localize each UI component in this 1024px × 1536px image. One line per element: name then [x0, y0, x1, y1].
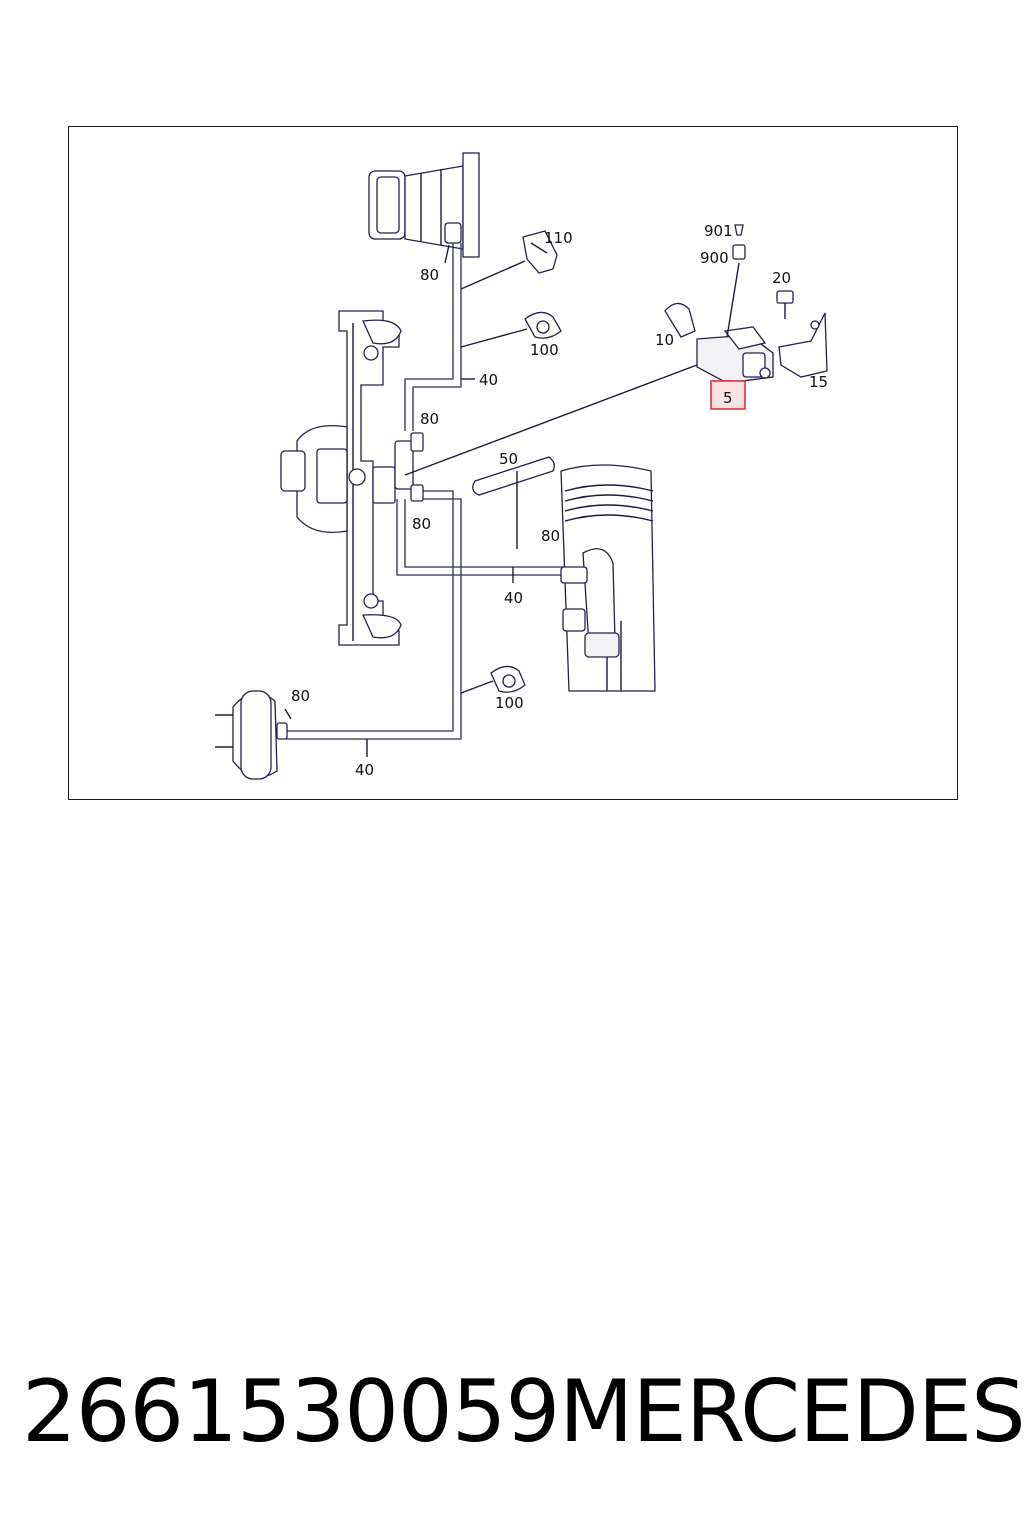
highlight-box — [710, 380, 746, 410]
callout-5-highlighted: 5 — [723, 389, 733, 407]
leader-lines — [284, 244, 740, 757]
callout-40-bottom: 40 — [355, 761, 374, 779]
callout-80-mid2: 80 — [412, 515, 431, 533]
callout-15: 15 — [809, 373, 828, 391]
solenoid-valve — [696, 326, 774, 384]
vacuum-lines — [285, 243, 581, 740]
bracket-15 — [778, 312, 828, 378]
callout-100-top: 100 — [530, 341, 559, 359]
grommet-900-901 — [732, 224, 746, 260]
callout-50: 50 — [499, 450, 518, 468]
intake-flange-top — [368, 152, 480, 258]
clip-100-top — [524, 311, 562, 339]
callout-10: 10 — [655, 331, 674, 349]
engine-bracket — [280, 310, 402, 646]
callout-901: 901 — [704, 222, 733, 240]
callout-110: 110 — [544, 229, 573, 247]
vacuum-actuator — [215, 690, 288, 780]
brand-name: MERCEDES — [559, 1362, 1024, 1462]
callout-80-bottom: 80 — [291, 687, 310, 705]
hose-50 — [472, 456, 555, 496]
clip-100-bottom — [490, 665, 526, 693]
callout-100-bottom: 100 — [495, 694, 524, 712]
callout-20: 20 — [772, 269, 791, 287]
corrugated-pipe — [560, 464, 656, 692]
callout-80-right: 80 — [541, 527, 560, 545]
callout-40-upper: 40 — [479, 371, 498, 389]
screw-20 — [776, 290, 794, 319]
callout-900: 900 — [700, 249, 729, 267]
diagram-frame: 80 110 100 40 80 80 50 80 40 100 80 40 9… — [68, 126, 958, 800]
parts-diagram: 80 110 100 40 80 80 50 80 40 100 80 40 9… — [215, 152, 828, 780]
clip-110 — [522, 230, 558, 274]
callout-80-top: 80 — [420, 266, 439, 284]
callout-40-mid: 40 — [504, 589, 523, 607]
caption: 2661530059 MERCEDES — [22, 1362, 1024, 1462]
part-number: 2661530059 — [22, 1362, 560, 1462]
connector-10 — [664, 302, 696, 338]
callout-80-mid: 80 — [420, 410, 439, 428]
